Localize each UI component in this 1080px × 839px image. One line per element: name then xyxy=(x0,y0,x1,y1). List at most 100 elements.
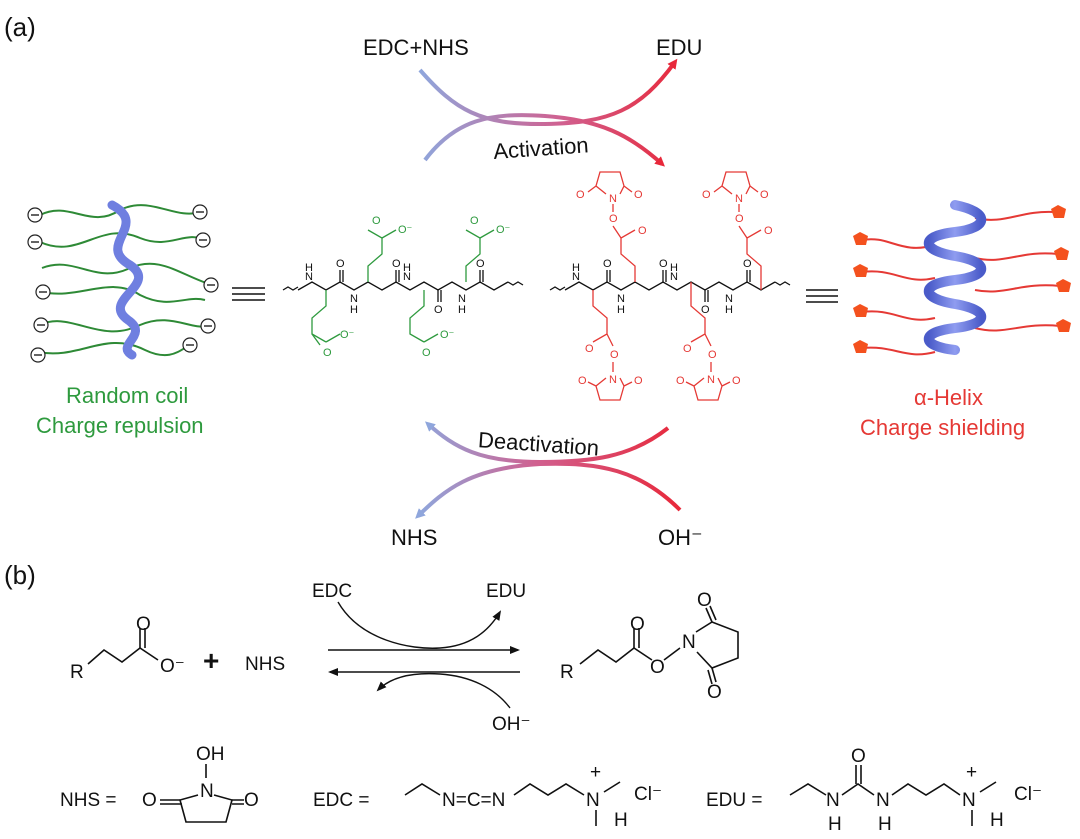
svg-text:O: O xyxy=(683,343,692,355)
svg-text:O: O xyxy=(701,304,710,316)
svg-text:N: N xyxy=(682,632,696,653)
svg-text:H: H xyxy=(572,262,580,274)
svg-text:O: O xyxy=(743,258,752,270)
svg-text:H: H xyxy=(828,814,842,835)
svg-text:R: R xyxy=(560,662,574,683)
carboxylate-reactant: R O O⁻ xyxy=(70,614,185,683)
svg-text:O: O xyxy=(659,258,668,270)
svg-text:N: N xyxy=(617,293,625,305)
alpha-helix-cartoon xyxy=(853,200,1071,356)
deactivation-label: Deactivation xyxy=(477,427,600,460)
svg-text:H: H xyxy=(670,262,678,274)
svg-text:N: N xyxy=(725,293,733,305)
carboxylate-peptide-structure: O O O O NH NH NH NH OO⁻ OO⁻ OO⁻ OO⁻ xyxy=(282,215,524,359)
svg-text:O: O xyxy=(707,682,722,703)
equivalence-sign-left xyxy=(232,287,265,301)
svg-text:N: N xyxy=(572,271,580,283)
svg-text:O: O xyxy=(634,375,643,387)
activation-arrows xyxy=(418,58,678,167)
deactivation-arrows xyxy=(415,421,682,519)
svg-text:O: O xyxy=(136,614,151,635)
svg-text:O: O xyxy=(422,347,431,359)
svg-text:N=C=N: N=C=N xyxy=(442,790,505,811)
activation-label: Activation xyxy=(492,132,589,164)
charge-repulsion-caption: Charge repulsion xyxy=(36,413,204,438)
svg-text:O: O xyxy=(760,189,769,201)
svg-text:O: O xyxy=(638,225,647,237)
svg-text:N: N xyxy=(876,790,890,811)
svg-text:H: H xyxy=(725,304,733,316)
svg-text:O: O xyxy=(610,349,619,361)
svg-text:N: N xyxy=(305,271,313,283)
svg-text:O⁻: O⁻ xyxy=(340,329,355,341)
svg-text:H: H xyxy=(617,304,625,316)
equivalence-sign-right xyxy=(806,289,838,303)
svg-text:O: O xyxy=(650,657,665,678)
edu-structure: N H O N H N + H Cl⁻ xyxy=(789,746,1042,835)
svg-text:N: N xyxy=(707,374,715,386)
svg-text:O: O xyxy=(470,215,479,227)
svg-text:N: N xyxy=(403,271,411,283)
svg-text:O: O xyxy=(708,349,717,361)
svg-text:O: O xyxy=(634,189,643,201)
alpha-helix-caption: α-Helix xyxy=(914,385,983,410)
edc-nhs-label: EDC+NHS xyxy=(363,35,469,60)
oh-label-bottom: OH⁻ xyxy=(658,525,703,550)
svg-text:O: O xyxy=(630,614,645,635)
edu-label-b: EDU xyxy=(486,581,526,602)
svg-text:N: N xyxy=(350,293,358,305)
svg-text:O: O xyxy=(702,189,711,201)
charge-shielding-caption: Charge shielding xyxy=(860,415,1025,440)
svg-text:O⁻: O⁻ xyxy=(440,329,455,341)
svg-text:+: + xyxy=(590,762,601,783)
edc-equals-label: EDC = xyxy=(313,790,370,811)
svg-text:O: O xyxy=(609,213,618,225)
svg-text:H: H xyxy=(614,810,628,831)
svg-text:N: N xyxy=(200,781,214,802)
nhs-structure: OH N O O xyxy=(142,744,259,823)
nhs-ester-product: R O O N O O xyxy=(560,590,739,703)
nhs-label-bottom: NHS xyxy=(391,525,437,550)
svg-text:N: N xyxy=(735,193,743,205)
svg-text:O: O xyxy=(372,215,381,227)
edc-structure: N=C=N N + H Cl⁻ xyxy=(404,762,662,831)
svg-text:O: O xyxy=(323,347,332,359)
svg-text:O: O xyxy=(697,590,712,611)
svg-text:N: N xyxy=(458,293,466,305)
svg-text:O: O xyxy=(676,375,685,387)
svg-text:N: N xyxy=(609,374,617,386)
svg-text:O: O xyxy=(576,189,585,201)
svg-text:R: R xyxy=(70,662,84,683)
svg-text:O: O xyxy=(336,258,345,270)
svg-text:O: O xyxy=(244,790,259,811)
svg-text:H: H xyxy=(350,304,358,316)
equilibrium-arrows xyxy=(328,601,520,709)
svg-text:O: O xyxy=(434,304,443,316)
nhs-reactant-label: NHS xyxy=(245,654,285,675)
plus-sign: + xyxy=(203,645,219,676)
panel-b-label: (b) xyxy=(4,560,36,590)
svg-text:N: N xyxy=(962,790,976,811)
svg-text:H: H xyxy=(990,810,1004,831)
svg-text:O⁻: O⁻ xyxy=(398,224,413,236)
edu-equals-label: EDU = xyxy=(706,790,763,811)
edu-label-top: EDU xyxy=(656,35,702,60)
svg-text:O: O xyxy=(476,258,485,270)
svg-text:+: + xyxy=(966,762,977,783)
oh-label-b: OH⁻ xyxy=(492,714,531,735)
random-coil-cartoon xyxy=(27,200,219,363)
svg-text:O: O xyxy=(585,343,594,355)
svg-text:N: N xyxy=(670,271,678,283)
svg-text:O: O xyxy=(764,225,773,237)
svg-text:H: H xyxy=(305,262,313,274)
svg-text:N: N xyxy=(826,790,840,811)
svg-text:Cl⁻: Cl⁻ xyxy=(634,784,662,805)
svg-text:O: O xyxy=(735,213,744,225)
svg-text:O: O xyxy=(851,746,866,767)
svg-text:O: O xyxy=(578,375,587,387)
svg-text:O⁻: O⁻ xyxy=(160,656,185,677)
svg-text:O: O xyxy=(732,375,741,387)
edc-label-b: EDC xyxy=(312,581,352,602)
